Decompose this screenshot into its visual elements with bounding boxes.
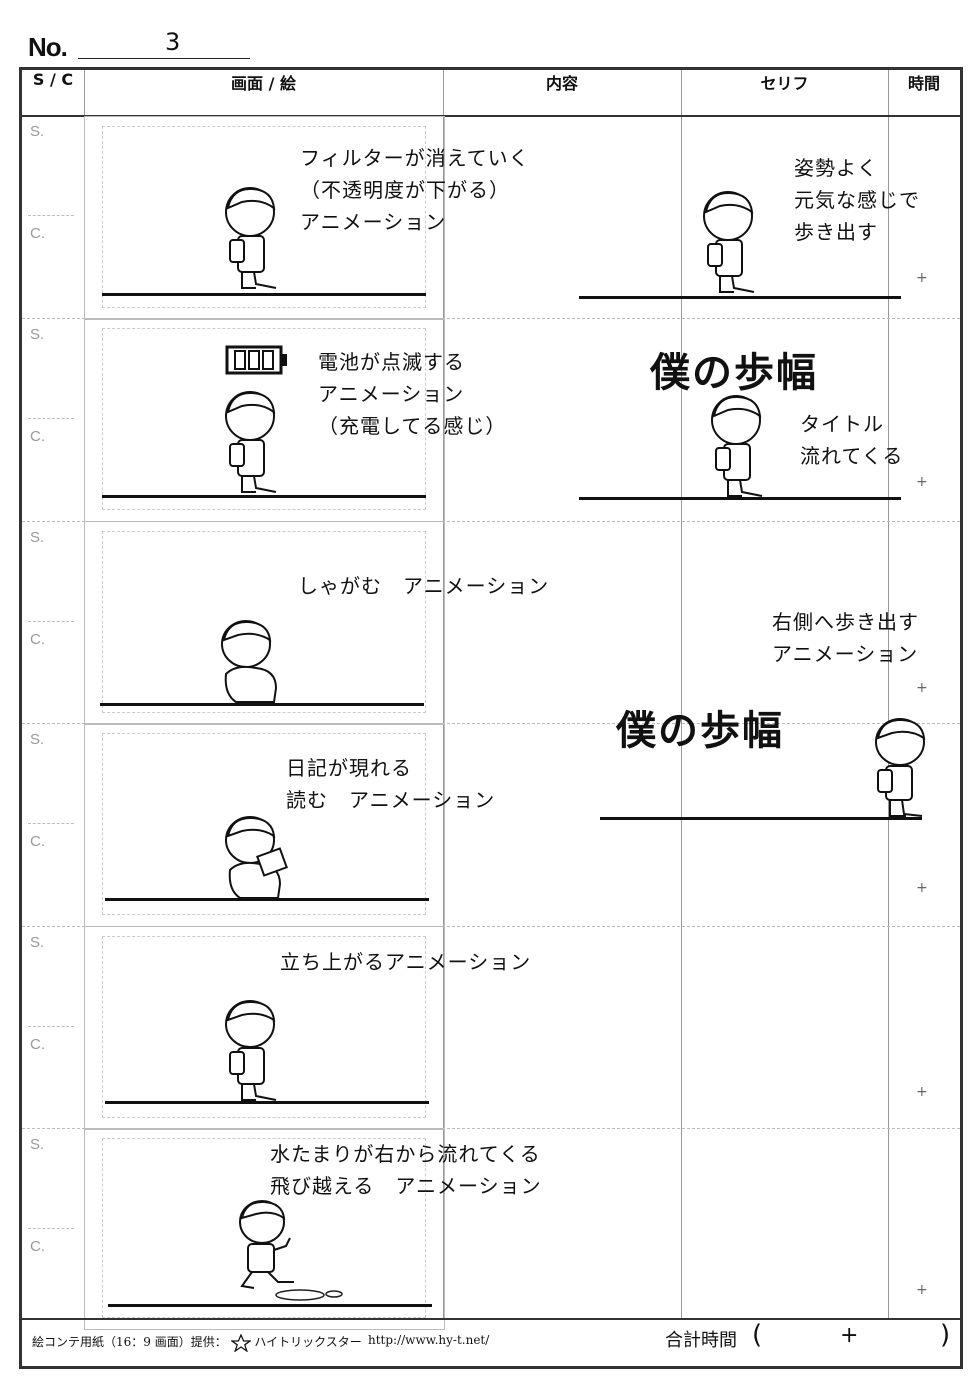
title-text: 僕の歩幅: [616, 708, 784, 754]
ground-line: [100, 703, 424, 706]
sc-divider: [28, 823, 74, 824]
header-dialogue: セリフ: [760, 74, 809, 93]
sc-divider: [28, 418, 74, 419]
credit-url[interactable]: http://www.hy-t.net/: [368, 1333, 490, 1347]
col-divider: [681, 70, 682, 1318]
ground-line: [579, 296, 901, 299]
total-close-paren: ): [940, 1320, 951, 1350]
row-separator: [22, 926, 960, 927]
storyboard-sheet: S / C 画面 / 絵 内容 セリフ 時間 S. C. S. C. S. C.…: [19, 67, 963, 1369]
cut-label: C.: [30, 428, 45, 445]
boy-figure-icon: [875, 718, 926, 817]
time-plus[interactable]: +: [916, 880, 928, 896]
safe-area: [102, 733, 426, 915]
total-open-paren: (: [752, 1320, 763, 1350]
title-text: 僕の歩幅: [650, 350, 818, 396]
time-plus[interactable]: +: [916, 270, 928, 286]
note-walk-right: 右側へ歩き出す アニメーション: [772, 610, 919, 666]
cut-label: C.: [30, 1036, 45, 1053]
time-plus[interactable]: +: [916, 680, 928, 696]
page-number-label: No.: [28, 32, 68, 62]
safe-area: [102, 1138, 426, 1318]
boy-reading-icon: [225, 816, 288, 899]
boy-figure-icon: [225, 187, 277, 289]
boy-figure-icon: [711, 395, 763, 497]
boy-figure-icon: [225, 1000, 277, 1101]
table-header: S / C 画面 / 絵 内容 セリフ 時間: [22, 70, 960, 117]
picture-frame: [84, 1128, 445, 1330]
brand-name: ハイトリックスター: [254, 1335, 362, 1349]
scene-label: S.: [30, 123, 45, 140]
credit-label: 絵コンテ用紙（16：9 画面）提供：: [32, 1335, 227, 1349]
total-plus[interactable]: +: [840, 1323, 859, 1348]
time-plus[interactable]: +: [916, 1282, 928, 1298]
safe-area: [102, 936, 426, 1118]
time-plus[interactable]: +: [916, 1084, 928, 1100]
picture-frame: [84, 116, 445, 320]
boy-jumping-icon: [239, 1200, 294, 1289]
scene-label: S.: [30, 326, 45, 343]
col-divider: [443, 70, 444, 1318]
safe-area: [102, 126, 426, 308]
note-diary: 日記が現れる 読む アニメーション: [286, 756, 496, 812]
note-stand-up: 立ち上がるアニメーション: [280, 950, 532, 974]
total-time-label: 合計時間: [665, 1330, 737, 1351]
row-separator: [22, 723, 960, 724]
ground-line: [600, 817, 922, 820]
credit-text: 絵コンテ用紙（16：9 画面）提供： ハイトリックスター: [32, 1332, 362, 1353]
note-battery-blink: 電池が点滅する アニメーション （充電してる感じ）: [318, 350, 507, 438]
safe-area: [102, 328, 426, 510]
scene-label: S.: [30, 529, 45, 546]
sc-divider: [28, 1228, 74, 1229]
header-sc: S / C: [32, 70, 74, 89]
row-separator: [22, 1128, 960, 1129]
cut-label: C.: [30, 631, 45, 648]
note-title-flow: タイトル 流れてくる: [800, 412, 904, 468]
ground-line: [108, 1304, 432, 1307]
boy-crouching-icon: [221, 620, 278, 703]
note-walk-out: 姿勢よく 元気な感じで 歩き出す: [794, 156, 920, 244]
row-separator: [22, 521, 960, 522]
ground-line: [102, 293, 426, 296]
row-separator: [22, 318, 960, 319]
header-picture: 画面 / 絵: [231, 74, 296, 93]
battery-icon: [225, 345, 287, 375]
note-puddle-jump: 水たまりが右から流れてくる 飛び越える アニメーション: [270, 1142, 542, 1198]
boy-figure-icon: [703, 191, 755, 293]
col-divider: [888, 70, 889, 1318]
scene-label: S.: [30, 1136, 45, 1153]
scene-label: S.: [30, 934, 45, 951]
time-plus[interactable]: +: [916, 474, 928, 490]
ground-line: [105, 1101, 429, 1104]
sheet-footer: 絵コンテ用紙（16：9 画面）提供： ハイトリックスター http://www.…: [22, 1318, 960, 1366]
header-time: 時間: [907, 74, 940, 93]
note-crouch: しゃがむ アニメーション: [298, 574, 550, 598]
boy-figure-icon: [225, 391, 277, 493]
picture-frame: [84, 521, 445, 725]
ground-line: [105, 898, 429, 901]
cut-label: C.: [30, 1238, 45, 1255]
safe-area: [102, 531, 426, 713]
puddle-icon: [275, 1289, 343, 1301]
star-logo-icon: [229, 1332, 252, 1353]
ground-line: [102, 495, 426, 498]
page-number-value[interactable]: 3: [165, 28, 181, 56]
ground-line: [579, 497, 901, 500]
sc-divider: [28, 621, 74, 622]
sc-divider: [28, 1026, 74, 1027]
cut-label: C.: [30, 833, 45, 850]
note-filter-fade: フィルターが消えていく （不透明度が下がる） アニメーション: [300, 146, 530, 234]
picture-frame: [84, 926, 445, 1130]
cut-label: C.: [30, 225, 45, 242]
header-content: 内容: [545, 74, 578, 93]
scene-label: S.: [30, 731, 45, 748]
sc-divider: [28, 215, 74, 216]
page-number-underline: [78, 58, 250, 59]
